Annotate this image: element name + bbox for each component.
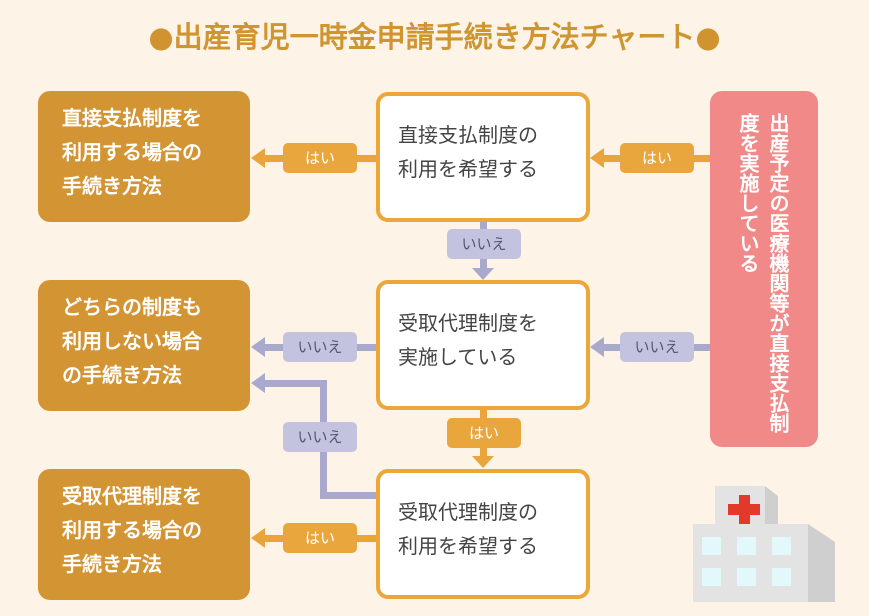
result-line: の手続き方法	[62, 363, 182, 387]
label-yes-q1-r1: はい	[283, 143, 357, 173]
result-line: 受取代理制度を	[62, 484, 202, 508]
arrow-to-result2	[251, 337, 265, 357]
window	[772, 568, 791, 586]
window	[702, 568, 721, 586]
result-line: 直接支払制度を	[62, 106, 202, 130]
result-line: どちらの制度も	[62, 295, 202, 319]
label-yes-q3-r3: はい	[283, 523, 357, 553]
arrow-to-result3	[251, 528, 265, 548]
question-line: 利用を希望する	[398, 157, 538, 181]
result-neither-system: どちらの制度も 利用しない場合 の手続き方法	[38, 280, 250, 411]
window	[737, 568, 756, 586]
hospital-tower-side	[765, 486, 778, 530]
question-want-direct-payment: 直接支払制度の 利用を希望する	[376, 92, 590, 222]
arrow-to-result2-from-q3	[251, 373, 265, 393]
result-line: 手続き方法	[62, 552, 162, 576]
question-line: 実施している	[398, 345, 518, 369]
chart-title: ●出産育児一時金申請手続き方法チャート●	[0, 14, 869, 56]
hospital-body	[693, 524, 808, 602]
label-yes-q2-q3: はい	[447, 418, 521, 448]
hospital-body-side	[808, 524, 835, 602]
arrow-to-q3	[472, 456, 494, 468]
result-line: 利用しない場合	[62, 329, 202, 353]
title-text: 出産育児一時金申請手続き方法チャート	[173, 20, 696, 54]
result-receipt-agent: 受取代理制度を 利用する場合の 手続き方法	[38, 469, 250, 600]
result-line: 利用する場合の	[62, 518, 202, 542]
title-bullet-left: ●	[148, 20, 174, 54]
cross-horizontal	[728, 504, 760, 515]
question-line: 直接支払制度の	[398, 123, 538, 147]
arrow-to-result1	[251, 148, 265, 168]
arrow-to-q2-side	[590, 337, 604, 357]
connector-q3-to-r2-horizontal-bottom	[320, 492, 376, 499]
result-line: 利用する場合の	[62, 140, 202, 164]
label-no-q1-q2: いいえ	[447, 229, 521, 259]
result-line: 手続き方法	[62, 174, 162, 198]
question-line: 受取代理制度を	[398, 311, 538, 335]
question-line: 受取代理制度の	[398, 500, 538, 524]
question-line: 利用を希望する	[398, 534, 538, 558]
label-no-q2-r2: いいえ	[283, 332, 357, 362]
connector-q3-to-r2-horizontal-top	[264, 380, 327, 387]
result-direct-payment: 直接支払制度を 利用する場合の 手続き方法	[38, 91, 250, 222]
hospital-icon	[693, 486, 835, 602]
start-condition: 出産予定の医療機関等が直接支払制度を実施している	[710, 91, 818, 447]
label-no-q3-r2: いいえ	[283, 422, 357, 452]
window	[702, 537, 721, 555]
window	[737, 537, 756, 555]
question-implements-receipt-agent: 受取代理制度を 実施している	[376, 280, 590, 410]
window	[772, 537, 791, 555]
title-bullet-right: ●	[695, 20, 721, 54]
arrow-to-q1	[590, 148, 604, 168]
arrow-to-q2	[472, 268, 494, 280]
label-no-cond-q2: いいえ	[620, 332, 694, 362]
question-want-receipt-agent: 受取代理制度の 利用を希望する	[376, 469, 590, 599]
label-yes-cond-q1: はい	[620, 143, 694, 173]
